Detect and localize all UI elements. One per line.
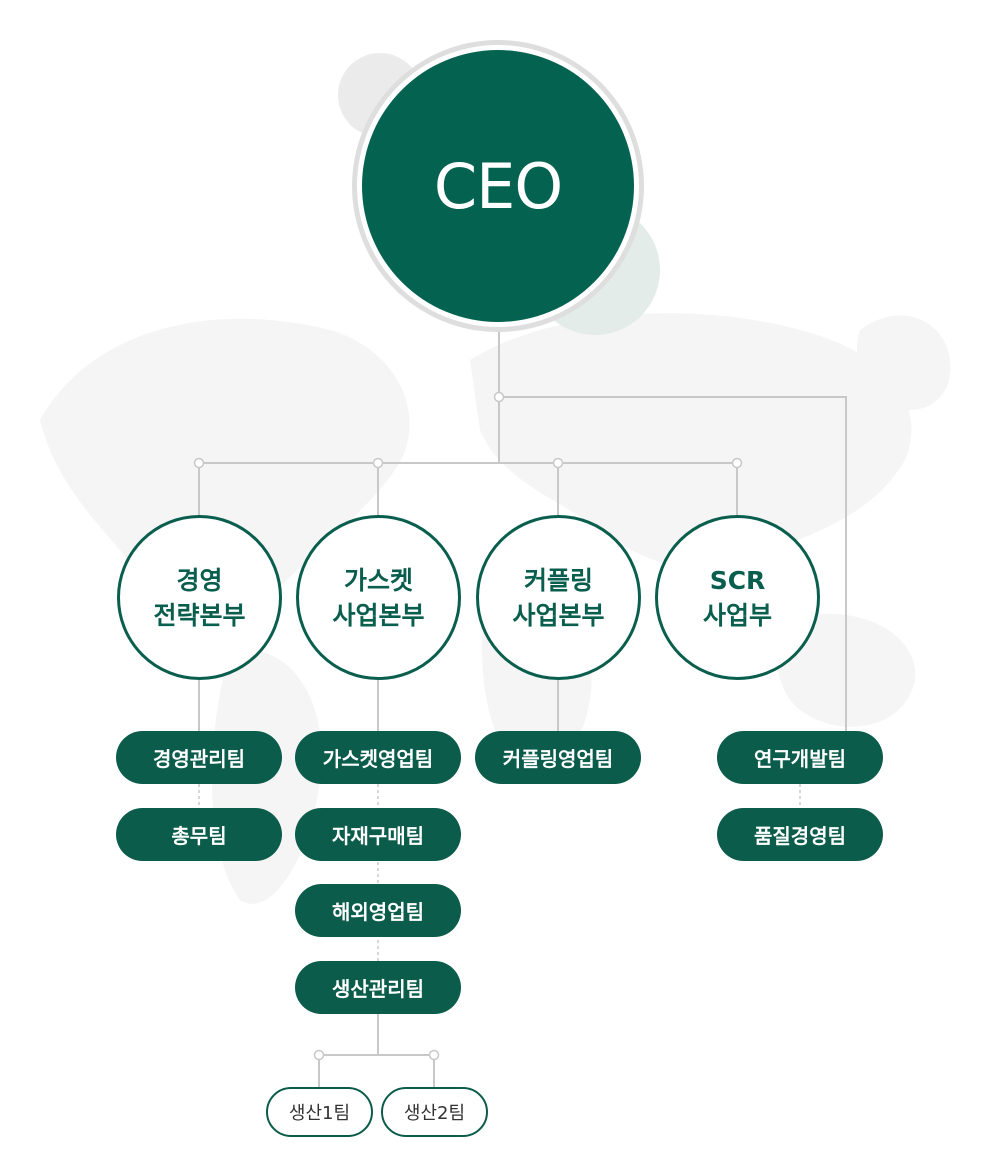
team-production-2: 생산2팀 (381, 1087, 488, 1137)
division-gasket: 가스켓 사업본부 (296, 515, 461, 680)
team-quality: 품질경영팀 (717, 808, 883, 861)
junction-dot (428, 1049, 440, 1061)
team-coupling-sales: 커플링영업팀 (475, 731, 641, 784)
junction-dot (731, 457, 743, 469)
team-overseas-sales: 해외영업팀 (295, 884, 461, 937)
division-coupling: 커플링 사업본부 (476, 515, 641, 680)
team-production-1: 생산1팀 (266, 1087, 373, 1137)
team-production-management: 생산관리팀 (295, 961, 461, 1014)
team-rnd: 연구개발팀 (717, 731, 883, 784)
ceo-node: CEO (362, 50, 634, 322)
junction-dot (372, 457, 384, 469)
junction-dot (493, 391, 505, 403)
division-management-strategy: 경영 전략본부 (117, 515, 282, 680)
junction-dot (313, 1049, 325, 1061)
junction-dot (552, 457, 564, 469)
division-scr: SCR 사업부 (655, 515, 820, 680)
team-general-affairs: 총무팀 (116, 808, 282, 861)
junction-dot (193, 457, 205, 469)
team-gasket-sales: 가스켓영업팀 (295, 731, 461, 784)
team-purchasing: 자재구매팀 (295, 808, 461, 861)
team-management: 경영관리팀 (116, 731, 282, 784)
